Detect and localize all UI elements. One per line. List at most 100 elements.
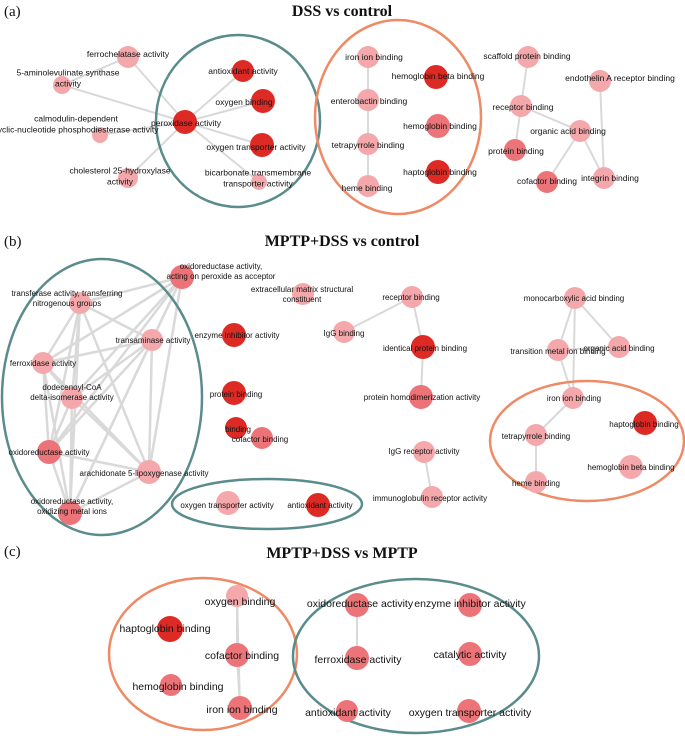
node-circle-a11 [357,89,379,111]
node-circle-b6 [37,440,61,464]
node-circle-b22 [564,287,586,309]
node-label-b28: heme binding [512,479,560,488]
node-label-b24: organic acid binding [583,344,654,353]
node-circle-a9 [251,174,267,190]
edge-b2-b4 [41,301,82,365]
edge-a5-a7 [184,100,264,123]
node-b12: binding [225,417,251,439]
node-circle-a20 [569,120,591,142]
edge-b4-b6 [41,361,51,454]
node-label-b14: oxygen transporter activity [180,501,273,510]
node-label-a1: ferrochelatase activity [87,49,170,59]
node-label-b22: monocarboxylic acid binding [524,294,625,303]
node-a21: protein binding [488,139,544,161]
node-label-b12: binding [225,425,251,434]
node-circle-b23 [547,339,569,361]
node-b24: organic acid binding [583,336,655,358]
node-circle-b9 [292,283,314,305]
node-circle-c3 [225,643,249,667]
node-a15: hemoglobin binding [403,114,477,138]
node-label-c10: catalytic activity [434,649,508,661]
node-label-a20: organic acid binding [530,126,606,136]
node-circle-c5 [228,696,252,720]
node-circle-a12 [357,133,379,155]
node-label-b19: protein homodimerization activity [364,393,481,402]
edge-a18-a23 [599,80,605,179]
node-circle-c4 [160,674,182,696]
node-circle-a17 [517,46,539,68]
node-circle-b2 [69,292,91,314]
node-c6: oxidoreductase activity [307,593,414,617]
node-label-b10: enzyme inhibitor activity [195,331,280,340]
node-label-b7: arachidonate 5-lipoxygenase activity [80,469,209,478]
node-a6: antioxidant activity [208,60,278,82]
node-circle-a21 [504,139,526,161]
node-circle-b1 [170,265,194,289]
node-label-a22: cofactor binding [517,176,577,186]
edge-b4-b8 [41,361,72,515]
node-label-a8: oxygen transporter activity [206,142,306,152]
node-c10: catalytic activity [434,642,508,666]
node-b21: immunoglobulin receptor activity [373,486,487,508]
node-b29: hemoglobin beta binding [587,455,675,479]
edge-b2-b3 [78,301,154,342]
node-a8: oxygen transporter activity [206,133,306,157]
edge-b3-b5 [70,338,154,400]
node-a23: integrin binding [581,167,639,189]
node-label-b11: protein binding [210,390,262,399]
node-layer: ferrochelatase activity 5-aminolevulinate… [0,46,679,723]
node-circle-b25 [562,387,584,409]
edge-a5-a6 [184,70,244,123]
node-circle-c11 [457,699,481,723]
node-label-b29: hemoglobin beta binding [587,463,674,472]
node-label-a17: scaffold protein binding [483,51,571,61]
node-circle-a5 [173,110,197,134]
node-circle-c7 [345,646,369,670]
edge-b3-b6 [47,338,154,454]
panel-title-layer: (a) DSS vs control (b) MPTP+DSS vs contr… [4,3,420,562]
node-b26: tetrapyrrole binding [502,424,570,446]
edge-b5-b7 [70,396,151,474]
edge-b1-b7 [147,275,184,474]
node-b10: enzyme inhibitor activity [195,323,280,347]
node-label-c8: antioxidant activity [305,707,392,719]
node-label-a13: heme binding [341,183,392,193]
node-b11: protein binding [210,381,262,405]
node-b18: identical protein binding [383,335,467,359]
node-circle-c6 [345,593,369,617]
node-a14: hemoglobin beta binding [392,65,485,89]
node-circle-a1 [117,46,139,68]
edge-b3-b4 [41,338,154,365]
node-circle-a7 [251,89,275,113]
node-label-a7: oxygen binding [215,97,272,107]
node-b3: transaminase activity [116,329,190,351]
edge-b3-b7 [147,338,154,474]
node-b28: heme binding [512,471,560,493]
node-c9: enzyme inhibitor activity [414,593,526,617]
node-label-b6: oxidoreductase activity [9,448,90,457]
node-circle-b29 [619,455,643,479]
node-circle-a4 [118,168,138,188]
node-b6: oxidoreductase activity [9,440,90,464]
panel-label-a: (a) [4,4,21,20]
node-circle-a6 [232,60,254,82]
node-label-b1: oxidoreductase activity,acting on peroxi… [167,262,276,281]
node-circle-a14 [424,65,448,89]
node-circle-b7 [137,460,161,484]
node-label-a6: antioxidant activity [208,66,278,76]
node-circle-c1 [226,585,248,607]
node-label-b25: iron ion binding [547,394,601,403]
node-circle-b17 [333,321,355,343]
node-label-c6: oxidoreductase activity [307,598,414,610]
edge-b16-b17 [343,296,413,333]
edge-b3-b8 [68,338,154,515]
node-a11: enterobactin binding [331,89,408,111]
node-a12: tetrapyrrole binding [332,133,405,155]
